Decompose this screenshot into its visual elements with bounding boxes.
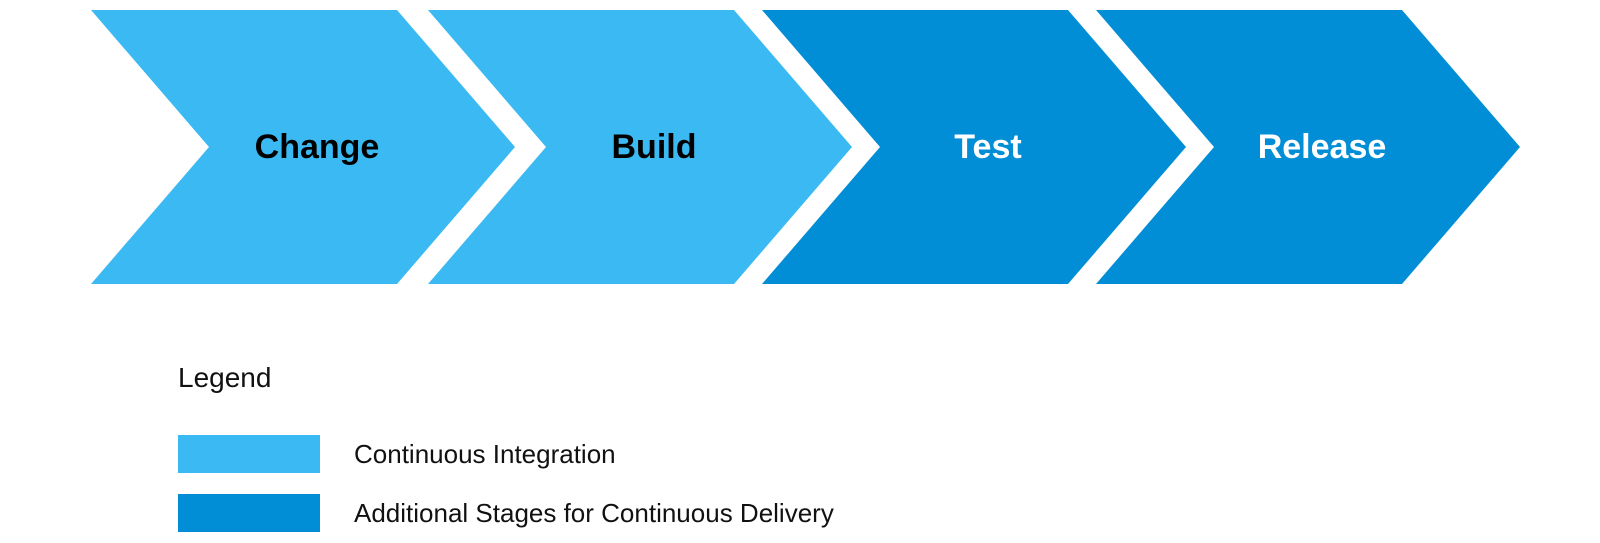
legend-swatch-ci [178, 435, 320, 473]
stage-label-change: Change [255, 128, 380, 166]
legend-item-ci: Continuous Integration [178, 435, 616, 473]
stage-chevron-release [1096, 10, 1520, 284]
stage-label-test: Test [954, 128, 1021, 166]
stage-label-build: Build [612, 128, 697, 166]
legend-label-ci: Continuous Integration [354, 438, 616, 469]
stage-chevron-build [428, 10, 852, 284]
stage-label-release: Release [1258, 128, 1387, 166]
stage-chevron-change [91, 10, 515, 284]
legend-label-cd: Additional Stages for Continuous Deliver… [354, 497, 834, 528]
legend-title: Legend [178, 362, 272, 393]
legend-swatch-cd [178, 494, 320, 532]
stage-chevron-test [762, 10, 1186, 284]
legend-item-cd: Additional Stages for Continuous Deliver… [178, 494, 834, 532]
